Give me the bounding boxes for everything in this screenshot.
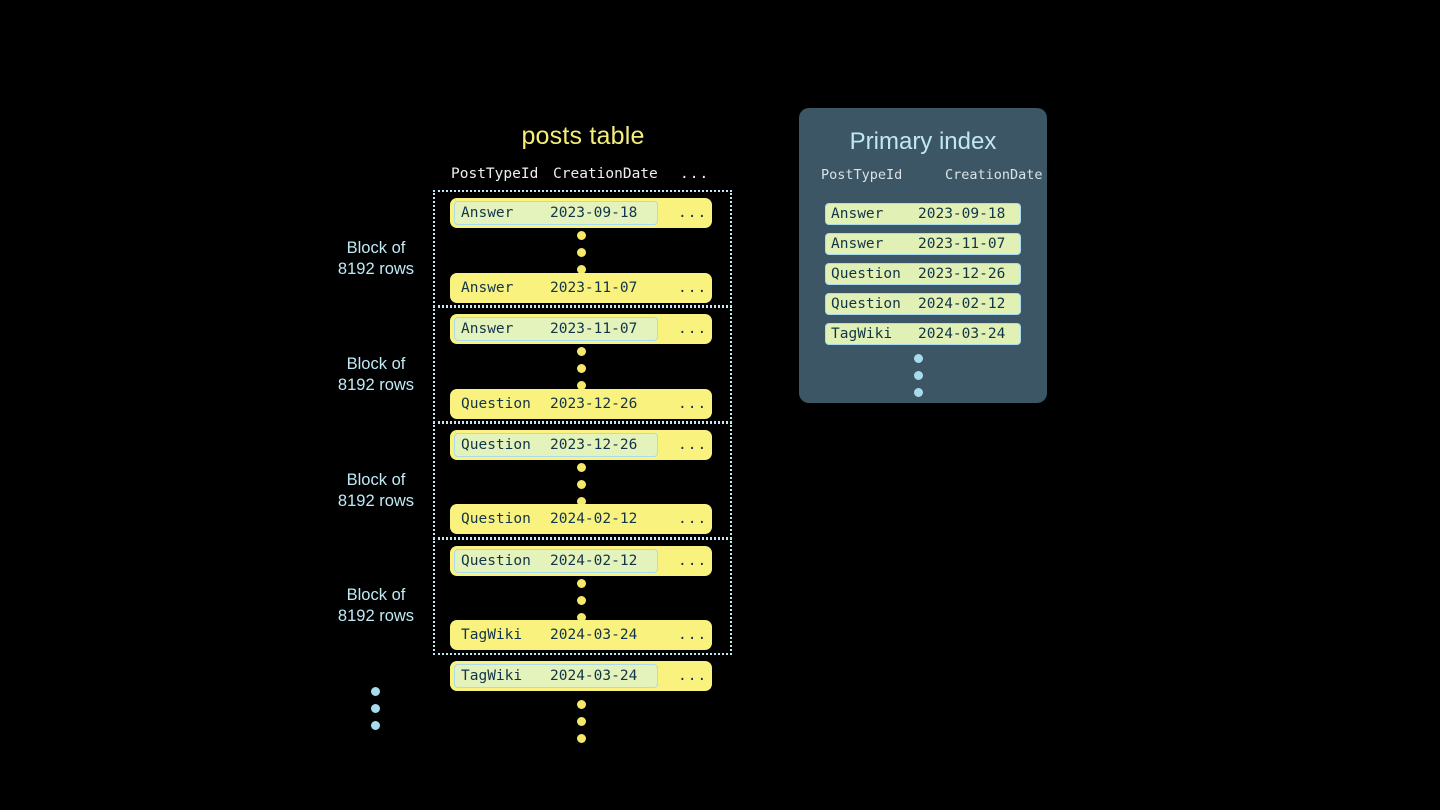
block-outline-4 xyxy=(433,538,732,655)
index-cell-creationdate: 2023-12-26 xyxy=(918,266,1006,282)
vertical-ellipsis-dots xyxy=(577,347,586,390)
row-cell-creationdate: 2024-03-24 xyxy=(550,668,638,684)
vertical-ellipsis-dots xyxy=(577,700,586,743)
block-label-3-line2: 8192 rows xyxy=(337,492,415,510)
row-cell-creationdate: 2023-11-07 xyxy=(550,280,638,296)
vertical-ellipsis-dots xyxy=(577,579,586,622)
column-header-more: ... xyxy=(680,166,710,182)
row-key-highlight xyxy=(454,201,658,225)
posts-table-title: posts table xyxy=(521,122,645,150)
index-continuation-dots xyxy=(914,354,923,397)
index-cell-creationdate: 2024-03-24 xyxy=(918,326,1006,342)
table-row[interactable]: TagWiki 2024-03-24 ... xyxy=(450,661,712,691)
row-cell-creationdate: 2023-12-26 xyxy=(550,437,638,453)
primary-index-column-headers: PostTypeId CreationDate xyxy=(821,167,1043,187)
row-cell-more: ... xyxy=(678,396,708,412)
index-row[interactable]: Answer 2023-11-07 xyxy=(825,233,1021,255)
row-cell-more: ... xyxy=(678,627,708,643)
block-label-3: Block of 8192 rows xyxy=(296,470,456,512)
block-label-1-line1: Block of xyxy=(346,239,406,257)
row-cell-posttypeid: TagWiki xyxy=(461,668,523,684)
block-continuation-dots xyxy=(371,687,380,730)
index-cell-posttypeid: Question xyxy=(831,296,901,312)
block-label-4-line2: 8192 rows xyxy=(337,607,415,625)
index-cell-posttypeid: Answer xyxy=(831,206,884,222)
row-cell-creationdate: 2023-12-26 xyxy=(550,396,638,412)
table-row[interactable]: Question 2024-02-12 ... xyxy=(450,546,712,576)
row-cell-posttypeid: Question xyxy=(461,553,531,569)
block-label-2-line1: Block of xyxy=(346,355,406,373)
block-label-3-line1: Block of xyxy=(346,471,406,489)
row-cell-posttypeid: TagWiki xyxy=(461,627,523,643)
row-cell-more: ... xyxy=(678,205,708,221)
index-column-header-posttypeid: PostTypeId xyxy=(821,167,903,183)
row-cell-creationdate: 2024-02-12 xyxy=(550,511,638,527)
block-label-1-line2: 8192 rows xyxy=(337,260,415,278)
index-cell-posttypeid: TagWiki xyxy=(831,326,893,342)
table-row[interactable]: Question 2023-12-26 ... xyxy=(450,389,712,419)
vertical-ellipsis-dots xyxy=(577,463,586,506)
index-cell-creationdate: 2023-11-07 xyxy=(918,236,1006,252)
block-label-2: Block of 8192 rows xyxy=(296,354,456,396)
table-row[interactable]: Question 2023-12-26 ... xyxy=(450,430,712,460)
row-cell-posttypeid: Answer xyxy=(461,321,514,337)
block-label-2-line2: 8192 rows xyxy=(337,376,415,394)
index-cell-posttypeid: Answer xyxy=(831,236,884,252)
block-label-4: Block of 8192 rows xyxy=(296,585,456,627)
row-cell-creationdate: 2024-03-24 xyxy=(550,627,638,643)
table-row[interactable]: TagWiki 2024-03-24 ... xyxy=(450,620,712,650)
index-row[interactable]: Question 2023-12-26 xyxy=(825,263,1021,285)
row-cell-posttypeid: Answer xyxy=(461,205,514,221)
vertical-ellipsis-dots xyxy=(577,231,586,274)
primary-index-title: Primary index xyxy=(849,128,997,155)
row-key-highlight xyxy=(454,317,658,341)
index-row[interactable]: TagWiki 2024-03-24 xyxy=(825,323,1021,345)
block-label-4-line1: Block of xyxy=(346,586,406,604)
index-cell-creationdate: 2023-09-18 xyxy=(918,206,1006,222)
posts-table-column-headers: PostTypeId CreationDate ... xyxy=(450,166,712,186)
index-cell-posttypeid: Question xyxy=(831,266,901,282)
block-label-1: Block of 8192 rows xyxy=(296,238,456,280)
row-cell-more: ... xyxy=(678,553,708,569)
row-cell-creationdate: 2024-02-12 xyxy=(550,553,638,569)
table-row[interactable]: Answer 2023-11-07 ... xyxy=(450,314,712,344)
index-cell-creationdate: 2024-02-12 xyxy=(918,296,1006,312)
row-cell-more: ... xyxy=(678,280,708,296)
column-header-creationdate: CreationDate xyxy=(553,166,658,182)
index-row[interactable]: Answer 2023-09-18 xyxy=(825,203,1021,225)
column-header-posttypeid: PostTypeId xyxy=(451,166,539,182)
table-row[interactable]: Answer 2023-11-07 ... xyxy=(450,273,712,303)
table-row[interactable]: Question 2024-02-12 ... xyxy=(450,504,712,534)
row-key-highlight xyxy=(454,549,658,573)
row-cell-posttypeid: Answer xyxy=(461,280,514,296)
row-cell-posttypeid: Question xyxy=(461,437,531,453)
table-row[interactable]: Answer 2023-09-18 ... xyxy=(450,198,712,228)
row-cell-posttypeid: Question xyxy=(461,511,531,527)
index-row[interactable]: Question 2024-02-12 xyxy=(825,293,1021,315)
row-cell-more: ... xyxy=(678,511,708,527)
row-cell-creationdate: 2023-09-18 xyxy=(550,205,638,221)
row-cell-more: ... xyxy=(678,668,708,684)
row-cell-posttypeid: Question xyxy=(461,396,531,412)
row-key-highlight xyxy=(454,433,658,457)
primary-index-panel: Primary index PostTypeId CreationDate An… xyxy=(799,108,1047,403)
row-cell-more: ... xyxy=(678,321,708,337)
row-cell-more: ... xyxy=(678,437,708,453)
row-key-highlight xyxy=(454,664,658,688)
index-column-header-creationdate: CreationDate xyxy=(945,167,1043,183)
row-cell-creationdate: 2023-11-07 xyxy=(550,321,638,337)
